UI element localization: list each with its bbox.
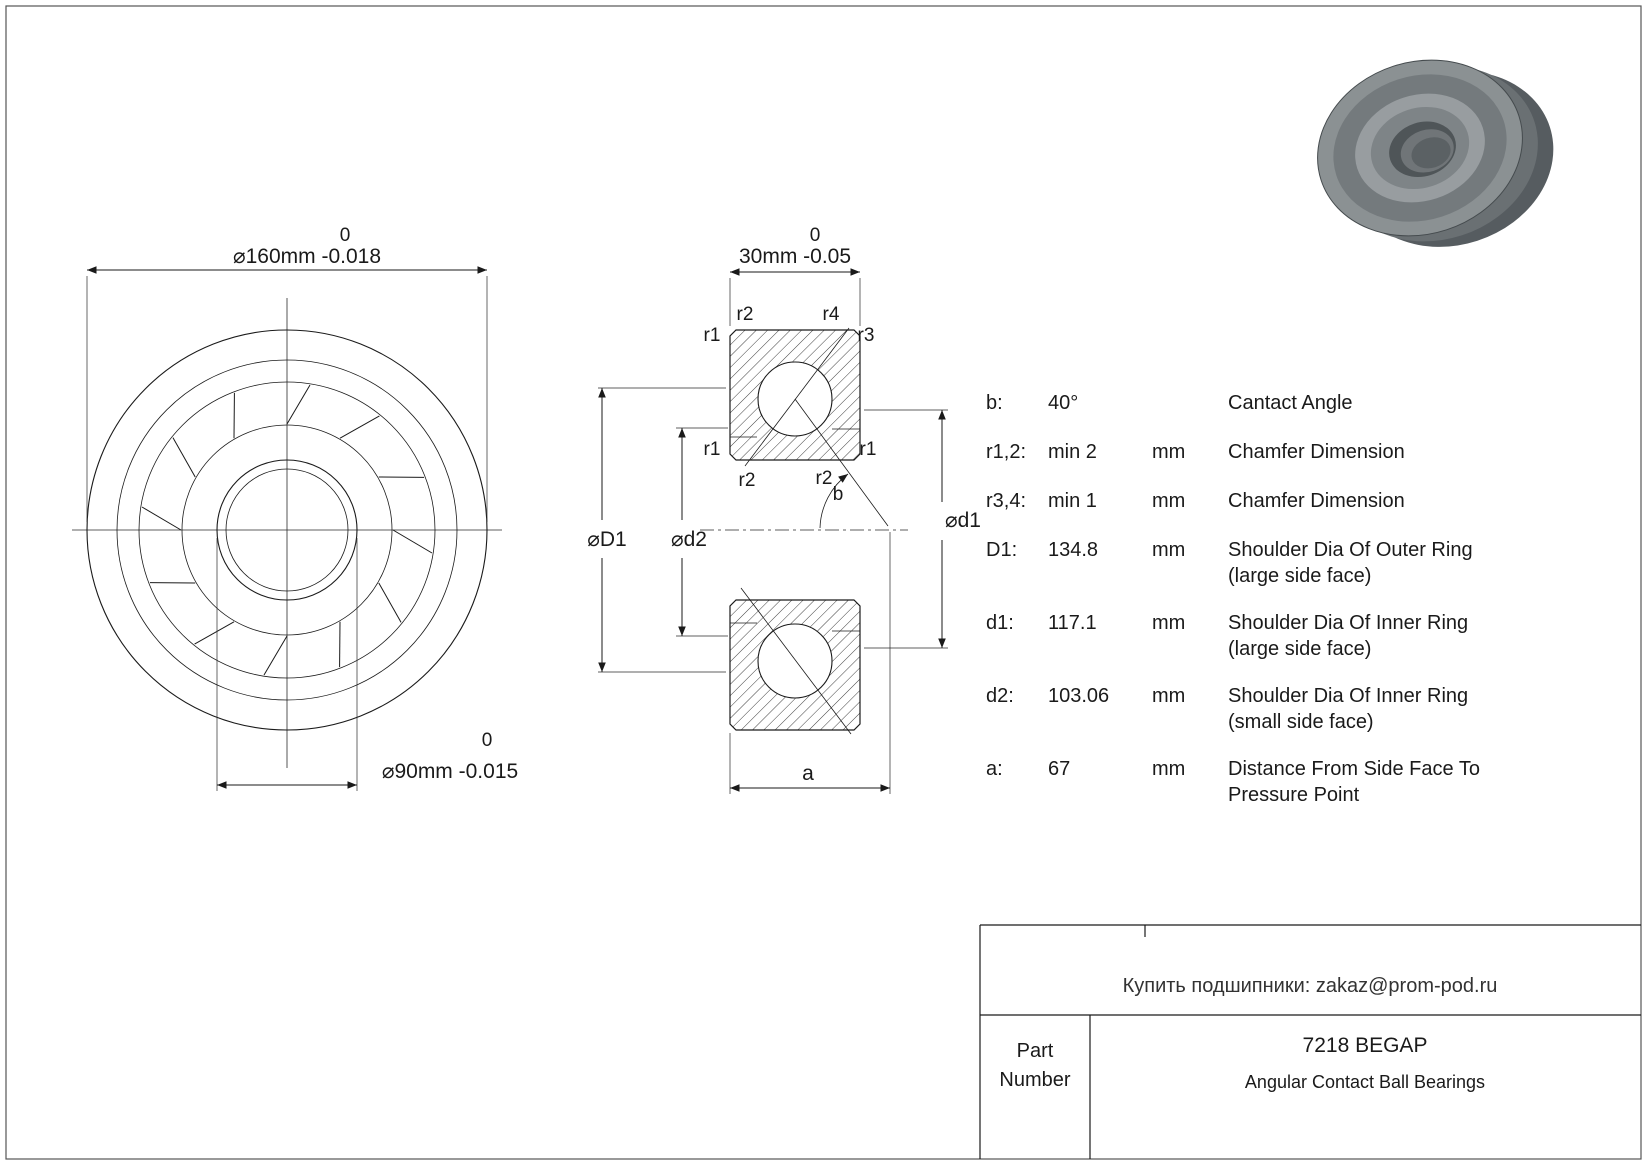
spec-desc1-0: Cantact Angle (1228, 392, 1353, 414)
spec-value-0: 40° (1048, 392, 1078, 414)
label-r4-top-right: r4 (823, 304, 840, 325)
part-number-text: 7218 BEGAP (1303, 1034, 1428, 1057)
spec-desc2-6: Pressure Point (1228, 784, 1360, 806)
spec-value-5: 103.06 (1048, 685, 1109, 707)
spec-unit-5: mm (1152, 685, 1185, 707)
part-label-line1: Part (1017, 1040, 1054, 1062)
spec-desc1-3: Shoulder Dia Of Outer Ring (1228, 539, 1473, 561)
bore-dimension-text: ⌀90mm -0.015 (382, 760, 518, 783)
page-border (5, 5, 1642, 1160)
spec-symbol-4: d1: (986, 612, 1014, 634)
title-block: Купить подшипники: zakaz@prom-pod.ru Par… (979, 924, 1641, 1159)
bearing-3d-bore-hole (1411, 137, 1451, 169)
spec-value-1: min 2 (1048, 441, 1097, 463)
outer-diameter-circle (86, 329, 488, 731)
email-text: Купить подшипники: zakaz@prom-pod.ru (1123, 975, 1498, 997)
width-dimension-text: 30mm -0.05 (739, 245, 851, 268)
spec-symbol-6: a: (986, 758, 1003, 780)
label-r1-mid-left: r1 (704, 439, 721, 460)
spec-desc1-1: Chamfer Dimension (1228, 441, 1405, 463)
cage-outer-circle (138, 381, 436, 679)
spec-symbol-1: r1,2: (986, 441, 1026, 463)
spec-value-3: 134.8 (1048, 539, 1098, 561)
bore-tolerance-upper: 0 (482, 730, 493, 751)
spec-symbol-0: b: (986, 392, 1003, 414)
bearing-3d-image (1317, 59, 1554, 247)
spec-desc2-3: (large side face) (1228, 565, 1371, 587)
label-r1-top-left: r1 (704, 325, 721, 346)
label-r1-mid-right: r1 (860, 439, 877, 460)
spec-unit-3: mm (1152, 539, 1185, 561)
label-r2-top-left: r2 (737, 304, 754, 325)
front-view-drawing: 0 ⌀160mm -0.018 0 ⌀90mm -0.015 (72, 225, 518, 791)
spec-desc1-6: Distance From Side Face To (1228, 758, 1480, 780)
spec-desc2-4: (large side face) (1228, 638, 1371, 660)
spec-desc1-5: Shoulder Dia Of Inner Ring (1228, 685, 1468, 707)
spec-unit-2: mm (1152, 490, 1185, 512)
label-r3-top-right: r3 (858, 325, 875, 346)
part-type-text: Angular Contact Ball Bearings (1245, 1072, 1485, 1092)
bore-chamfer-circle (225, 468, 349, 592)
spec-value-4: 117.1 (1048, 612, 1097, 634)
part-label-line2: Number (999, 1069, 1070, 1091)
bottom-ball (757, 623, 833, 699)
bottom-contact-axis-line (740, 587, 852, 735)
od-tolerance-upper: 0 (340, 225, 351, 246)
spec-table: b: 40° Cantact Angle r1,2: min 2 mm Cham… (986, 392, 1480, 806)
cage-inner-circle (181, 424, 393, 636)
label-r2-lower-right: r2 (816, 468, 833, 489)
spec-desc1-2: Chamfer Dimension (1228, 490, 1405, 512)
od-dimension-text: ⌀160mm -0.018 (233, 245, 381, 268)
spec-unit-4: mm (1152, 612, 1185, 634)
spec-symbol-2: r3,4: (986, 490, 1026, 512)
spec-unit-6: mm (1152, 758, 1185, 780)
spec-desc2-5: (small side face) (1228, 711, 1374, 733)
label-dim-a: a (802, 762, 814, 785)
spec-unit-1: mm (1152, 441, 1185, 463)
contact-angle-arc (819, 473, 849, 529)
contact-axis-line (744, 327, 850, 467)
label-dim-d2: ⌀d2 (671, 528, 707, 551)
label-contact-angle-b: b (833, 484, 844, 505)
spec-value-2: min 1 (1048, 490, 1097, 512)
bore-circle (216, 459, 358, 601)
pressure-line (794, 398, 889, 527)
spec-symbol-3: D1: (986, 539, 1017, 561)
label-dim-D1: ⌀D1 (587, 528, 627, 551)
spec-symbol-5: d2: (986, 685, 1014, 707)
label-r2-lower-left: r2 (739, 470, 756, 491)
spec-desc1-4: Shoulder Dia Of Inner Ring (1228, 612, 1468, 634)
width-tolerance-upper: 0 (810, 225, 821, 246)
label-dim-d1: ⌀d1 (945, 509, 981, 532)
section-view-drawing: 0 30mm -0.05 r1 r2 r4 r3 r1 r1 r2 r2 b ⌀… (587, 225, 981, 794)
outer-ring-inner-circle (116, 359, 458, 701)
spec-value-6: 67 (1048, 758, 1070, 780)
